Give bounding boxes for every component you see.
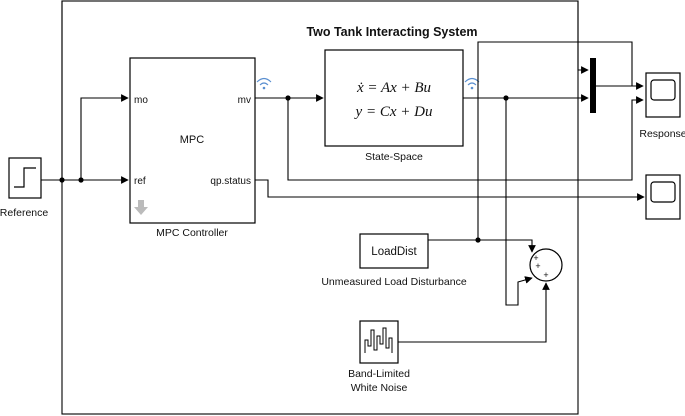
load-dist-block[interactable]: LoadDist — [359, 233, 429, 269]
arrow-down-icon — [134, 200, 148, 215]
mpc-inner-label: MPC — [180, 134, 205, 146]
state-eq-2: y = Cx + Du — [354, 104, 433, 120]
wire-loaddist-to-mux[interactable] — [477, 41, 633, 240]
scope-screen-icon — [650, 181, 676, 203]
state-space-block[interactable]: ẋ = Ax + Bu y = Cx + Du — [324, 49, 464, 147]
sum-sign-3: + — [543, 270, 548, 280]
wire-mv-to-mux[interactable] — [287, 96, 644, 181]
reference-block[interactable] — [8, 157, 42, 199]
load-dist-label: Unmeasured Load Disturbance — [321, 276, 466, 288]
mux-block[interactable] — [590, 58, 596, 113]
noise-label-line2: White Noise — [351, 382, 408, 394]
reference-label: Reference — [0, 207, 48, 219]
state-eq-1: ẋ = Ax + Bu — [356, 80, 431, 96]
response-scope-block[interactable] — [645, 72, 681, 118]
status-scope-block[interactable] — [645, 174, 681, 220]
mpc-port-status: qp.status — [210, 176, 251, 187]
sum-sign-2: + — [535, 261, 540, 271]
wire-status-to-scope[interactable] — [255, 179, 645, 201]
sum-block[interactable]: + + + — [529, 248, 563, 282]
signal-log-icon — [464, 77, 480, 90]
signal-log-icon — [256, 77, 272, 90]
wire-loaddist-to-sum[interactable] — [428, 239, 536, 253]
wire-noise-to-sum[interactable] — [398, 282, 550, 343]
scope-screen-icon — [650, 79, 676, 101]
step-icon — [14, 167, 36, 188]
mpc-controller-block[interactable]: MPC mo ref mv qp.status — [129, 57, 256, 224]
noise-icon — [364, 327, 393, 353]
wire-reference-branch[interactable] — [80, 94, 129, 180]
sum-sign-1: + — [533, 253, 538, 263]
wire-reference-to-mux[interactable] — [61, 0, 589, 180]
response-scope-label: Response — [639, 128, 685, 140]
state-space-label: State-Space — [365, 151, 423, 163]
mpc-controller-label: MPC Controller — [156, 227, 228, 239]
mpc-port-ref: ref — [134, 176, 146, 187]
noise-block[interactable] — [359, 320, 399, 364]
mpc-port-mo: mo — [134, 95, 148, 106]
noise-label-line1: Band-Limited — [348, 368, 410, 380]
load-dist-inner-label: LoadDist — [371, 246, 417, 258]
wire-plant-to-sum[interactable] — [505, 98, 533, 306]
mpc-port-mv: mv — [238, 95, 251, 106]
diagram-title: Two Tank Interacting System — [306, 25, 477, 39]
junction-dot — [78, 177, 84, 183]
